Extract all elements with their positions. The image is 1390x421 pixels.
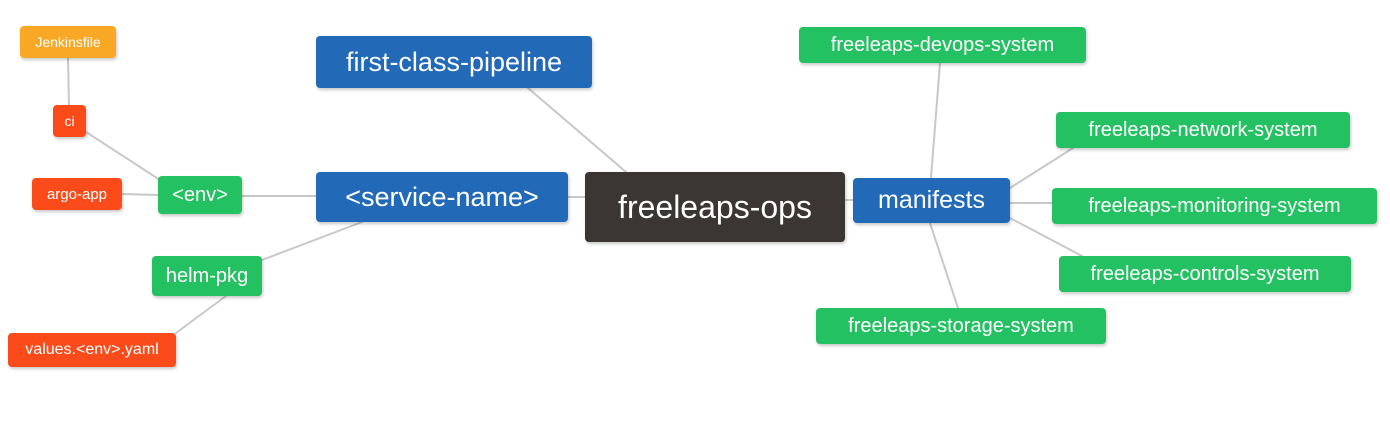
node-label-env: <env>: [172, 184, 228, 206]
node-label-freeleaps-network-system: freeleaps-network-system: [1088, 119, 1318, 141]
edge-jenkinsfile-ci: [67, 57, 70, 106]
node-label-jenkinsfile: Jenkinsfile: [35, 34, 101, 50]
node-label-freeleaps-ops: freeleaps-ops: [618, 189, 812, 225]
edge-manifests-network: [1009, 147, 1074, 189]
node-freeleaps-storage-system[interactable]: freeleaps-storage-system: [816, 308, 1106, 344]
node-freeleaps-ops[interactable]: freeleaps-ops: [585, 172, 845, 242]
node-label-ci: ci: [64, 113, 75, 129]
edge-argoapp-env: [121, 193, 159, 196]
node-values-yaml[interactable]: values.<env>.yaml: [8, 333, 176, 367]
node-label-argo-app: argo-app: [46, 185, 108, 203]
edge-helmpkg-servicename: [261, 221, 363, 261]
edge-ci-env: [85, 131, 161, 181]
node-manifests[interactable]: manifests: [853, 178, 1010, 223]
node-jenkinsfile[interactable]: Jenkinsfile: [20, 26, 116, 58]
edge-manifests-storage: [929, 222, 959, 309]
node-label-service-name: <service-name>: [345, 181, 539, 212]
node-label-freeleaps-controls-system: freeleaps-controls-system: [1090, 263, 1320, 285]
node-service-name[interactable]: <service-name>: [316, 172, 568, 222]
node-label-freeleaps-devops-system: freeleaps-devops-system: [830, 34, 1055, 56]
node-helm-pkg[interactable]: helm-pkg: [152, 256, 262, 296]
edge-manifests-devops: [930, 62, 941, 179]
node-freeleaps-controls-system[interactable]: freeleaps-controls-system: [1059, 256, 1351, 292]
node-label-values-yaml: values.<env>.yaml: [25, 341, 159, 358]
node-freeleaps-network-system[interactable]: freeleaps-network-system: [1056, 112, 1350, 148]
node-ci[interactable]: ci: [53, 105, 86, 137]
edge-valuesyaml-helmpkg: [175, 295, 227, 334]
node-label-manifests: manifests: [878, 186, 985, 214]
node-freeleaps-monitoring-system[interactable]: freeleaps-monitoring-system: [1052, 188, 1377, 224]
edge-pipeline-ops: [527, 87, 627, 173]
node-label-freeleaps-monitoring-system: freeleaps-monitoring-system: [1088, 195, 1341, 217]
node-first-class-pipeline[interactable]: first-class-pipeline: [316, 36, 592, 88]
node-freeleaps-devops-system[interactable]: freeleaps-devops-system: [799, 27, 1086, 63]
node-label-helm-pkg: helm-pkg: [165, 265, 249, 287]
node-env[interactable]: <env>: [158, 176, 242, 214]
node-label-freeleaps-storage-system: freeleaps-storage-system: [848, 315, 1074, 337]
node-argo-app[interactable]: argo-app: [32, 178, 122, 210]
node-label-first-class-pipeline: first-class-pipeline: [345, 46, 563, 77]
